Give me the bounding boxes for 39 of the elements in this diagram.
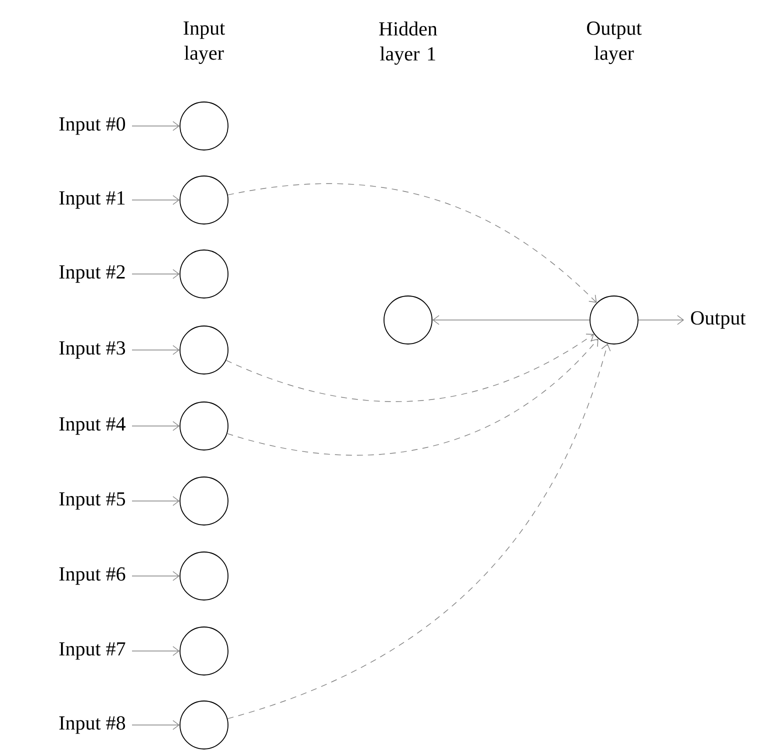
arrow bbox=[228, 183, 597, 303]
input-label: Input #5 bbox=[59, 492, 126, 510]
arrow bbox=[132, 571, 180, 581]
neuron-circle bbox=[384, 296, 432, 344]
arrow bbox=[132, 720, 180, 730]
neuron-circle bbox=[180, 552, 228, 600]
arrow bbox=[132, 646, 180, 656]
layer-heading: Hidden layer 1 bbox=[379, 22, 438, 65]
input-label: Input #0 bbox=[59, 117, 126, 135]
input-label: Input #1 bbox=[59, 191, 125, 209]
input-label: Input #4 bbox=[59, 417, 126, 435]
layer-heading: Output layer bbox=[587, 22, 642, 64]
arrow bbox=[226, 334, 594, 402]
neuron-circle bbox=[180, 176, 228, 224]
neuron-circle bbox=[180, 476, 228, 526]
arrow bbox=[132, 345, 180, 355]
input-label: Input #7 bbox=[59, 642, 126, 660]
input-label: Input #8 bbox=[59, 716, 126, 734]
arrow bbox=[638, 315, 684, 325]
layer-heading: Input layer bbox=[184, 22, 225, 64]
input-label: Input #3 bbox=[59, 341, 126, 359]
input-label: Input #2 bbox=[59, 265, 125, 283]
arrow bbox=[432, 315, 590, 325]
neuron-circle bbox=[180, 250, 228, 298]
output-label: Output bbox=[691, 311, 746, 329]
arrow bbox=[227, 344, 611, 720]
neuron-circle bbox=[180, 626, 228, 676]
arrow bbox=[132, 421, 180, 431]
arrow bbox=[132, 496, 180, 506]
neuron-circle bbox=[180, 402, 228, 450]
arrow bbox=[132, 269, 180, 279]
neuron-circle bbox=[180, 102, 228, 150]
neuron-circle bbox=[590, 296, 638, 344]
arrow bbox=[226, 338, 598, 456]
neuron-circle bbox=[180, 326, 228, 374]
neuron-circle bbox=[180, 700, 228, 750]
arrow bbox=[132, 195, 180, 205]
input-label: Input #6 bbox=[59, 567, 126, 585]
arrow bbox=[132, 121, 180, 131]
